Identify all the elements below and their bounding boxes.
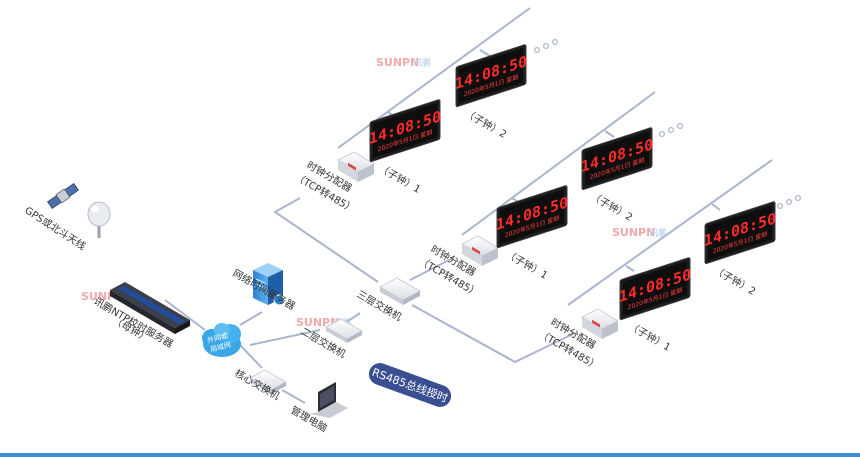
watermark-1: SUNPN 讯鹏	[376, 56, 431, 69]
link-l3-dist3	[411, 304, 576, 364]
cloud-icon: 外网或 局域网	[202, 323, 241, 357]
watermark-4: SUNPN 讯鹏	[612, 226, 667, 239]
link-cloud-nts	[239, 311, 263, 326]
bus-3	[567, 159, 773, 306]
bus-1-drop-b	[479, 49, 491, 57]
clock-1-2-label: （子钟）2	[463, 106, 510, 140]
antenna-label: GPS或北斗天线	[22, 204, 88, 253]
bus-2-drop-b	[604, 130, 615, 138]
bus-2	[461, 91, 656, 236]
clock-2-2-label: （子钟）2	[589, 189, 636, 223]
link-cloud-l2	[249, 329, 321, 346]
bus-3-drop-a	[625, 265, 635, 272]
svg-text:讯鹏: 讯鹏	[413, 57, 431, 69]
clock-3-2-label: （子钟）2	[712, 263, 759, 297]
clock-1-1-label: （子钟）1	[377, 161, 424, 195]
core-switch-icon	[249, 369, 287, 394]
svg-text:讯鹏: 讯鹏	[649, 227, 667, 239]
distributor-1: 时钟分配器（TCP转485）	[293, 151, 375, 215]
svg-text:SUNPN: SUNPN	[376, 56, 419, 69]
svg-text:SUNPN: SUNPN	[612, 226, 655, 239]
continuation-dots	[533, 38, 801, 210]
bus-3-drop-b	[711, 203, 721, 211]
laptop-icon	[310, 382, 348, 418]
l2-switch-icon	[325, 318, 363, 343]
gps-antenna-icon	[87, 201, 111, 238]
clock-3-1-label: （子钟）1	[627, 319, 674, 353]
rs485-badge: RS485总线授时	[368, 363, 452, 407]
satellite-icon	[47, 182, 79, 210]
distributor-2: 时钟分配器（TCP转485）	[417, 235, 499, 299]
ntp-server-icon	[110, 282, 190, 334]
l3-switch-icon	[379, 277, 421, 305]
link-l3-dist2	[409, 256, 456, 281]
network-time-server-icon	[253, 263, 285, 306]
bottom-rule	[0, 453, 860, 457]
link-core-pc	[281, 389, 306, 404]
link-ntp-cloud	[164, 299, 206, 331]
link-cloud-core	[239, 344, 263, 369]
distributor-3: 时钟分配器（TCP转485）	[537, 308, 619, 372]
clock-2-1-label: （子钟）1	[504, 247, 551, 281]
link-l2-l3	[344, 312, 361, 324]
link-l3-dist1	[273, 197, 379, 283]
